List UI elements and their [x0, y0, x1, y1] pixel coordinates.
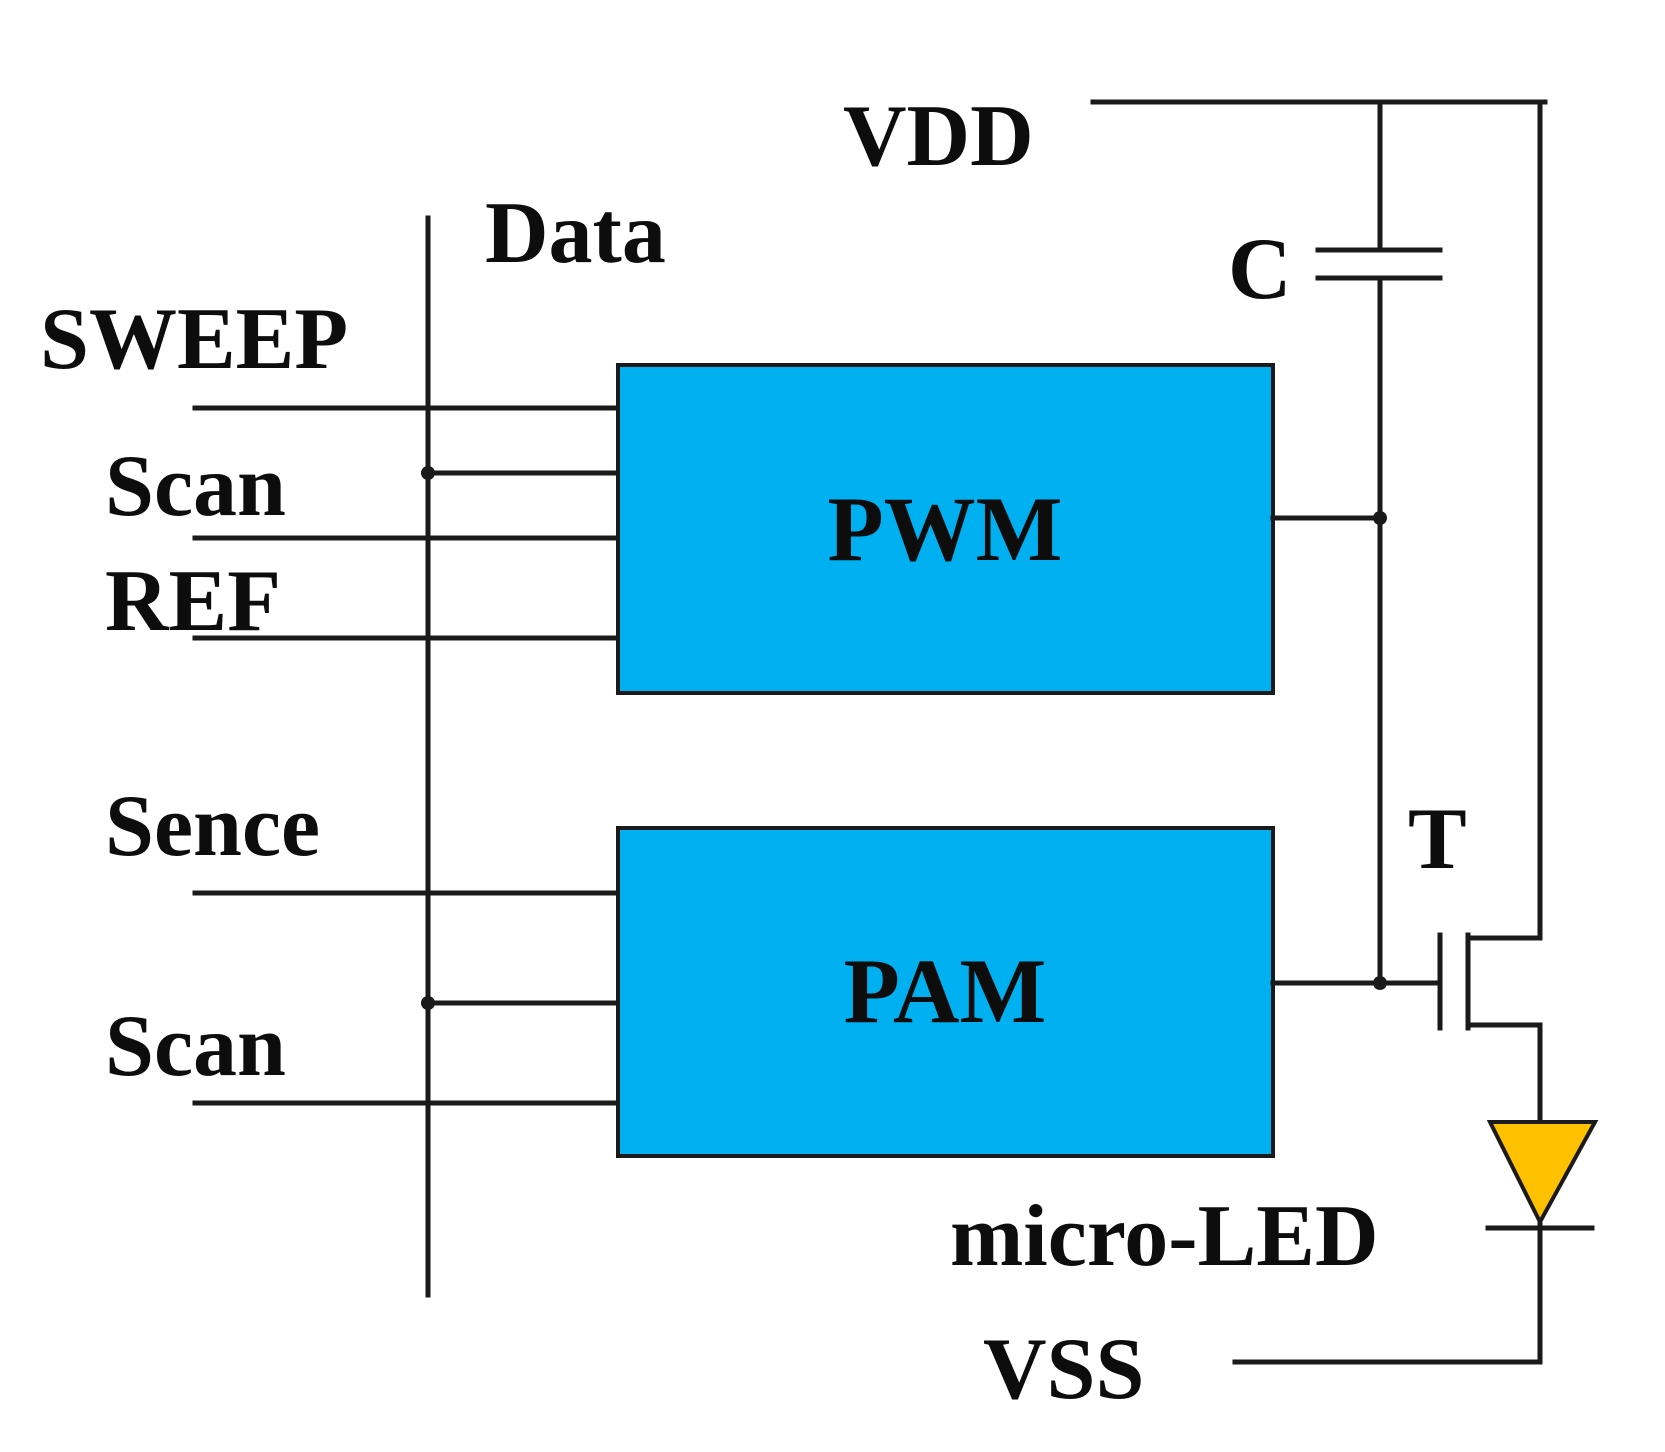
pam-block	[616, 826, 1275, 1158]
led-triangle	[1486, 1120, 1599, 1227]
pam-label: PAM	[844, 940, 1047, 1042]
data-pam-junction	[421, 996, 435, 1010]
data-label: Data	[485, 185, 666, 282]
transistor-symbol	[1437, 99, 1543, 1123]
sence-label: Sence	[105, 778, 320, 875]
capacitor-label: C	[1228, 221, 1292, 318]
gate-node-junction	[1373, 976, 1387, 990]
vdd-label: VDD	[843, 88, 1034, 185]
ref-label: REF	[105, 553, 281, 650]
pwm-node-junction	[1373, 511, 1387, 525]
pwm-label: PWM	[827, 478, 1062, 580]
micro-led-diode	[1485, 1120, 1599, 1365]
scan-bottom-label: Scan	[105, 998, 286, 1095]
scan-top-label: Scan	[105, 438, 286, 535]
transistor-label: T	[1408, 791, 1467, 888]
pwm-block	[616, 363, 1275, 695]
sweep-label: SWEEP	[40, 291, 348, 388]
data-scan-junction	[421, 466, 435, 480]
vss-label: VSS	[983, 1321, 1144, 1418]
micro-led-label: micro-LED	[950, 1188, 1379, 1285]
